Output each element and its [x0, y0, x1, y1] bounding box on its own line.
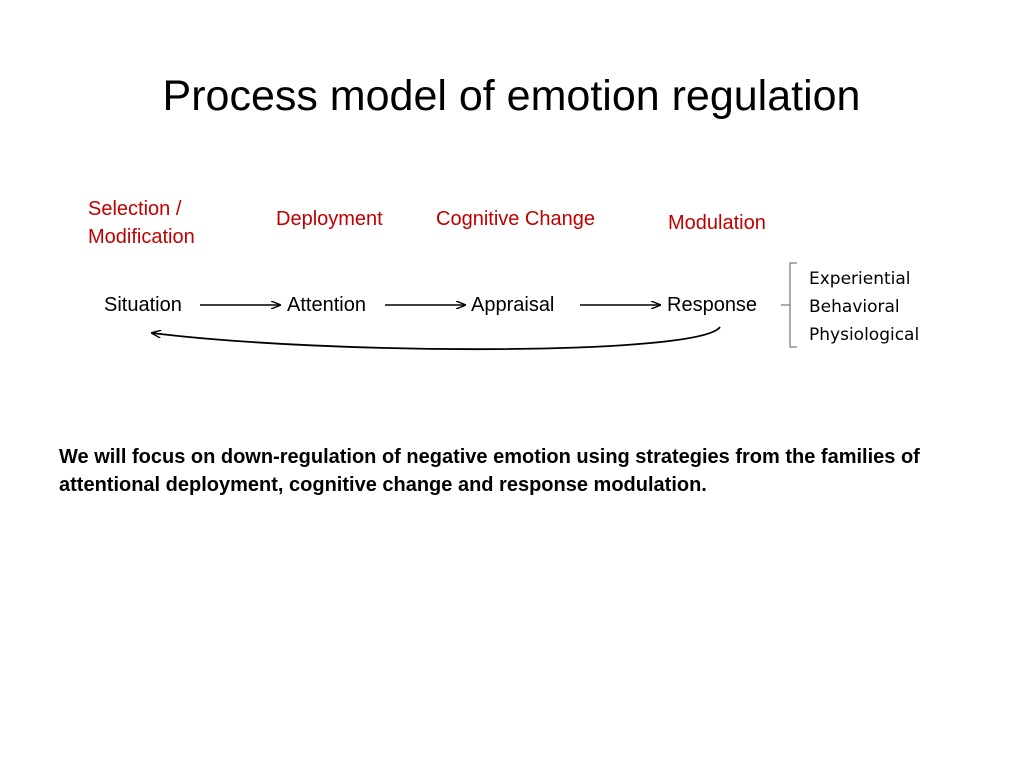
stage-attention: Attention — [287, 294, 366, 316]
selection-modification-label: Selection / Modification — [88, 195, 195, 251]
response-types-list: Experiential Behavioral Physiological — [809, 265, 919, 349]
selection-label-line2: Modification — [88, 226, 195, 248]
response-type-experiential: Experiential — [809, 269, 911, 289]
selection-label-line1: Selection / — [88, 198, 182, 220]
response-bracket — [789, 262, 797, 348]
response-type-physiological: Physiological — [809, 325, 920, 345]
stage-situation: Situation — [104, 294, 182, 316]
modulation-label: Modulation — [668, 212, 766, 234]
stage-appraisal: Appraisal — [471, 294, 555, 316]
cognitive-change-label: Cognitive Change — [436, 208, 595, 230]
slide-title: Process model of emotion regulation — [162, 72, 861, 120]
focus-paragraph: We will focus on down-regulation of nega… — [59, 446, 920, 496]
feedback-arrow-response-to-situation — [152, 326, 721, 351]
stage-response: Response — [667, 294, 758, 316]
deployment-label: Deployment — [276, 208, 383, 230]
response-type-behavioral: Behavioral — [809, 297, 900, 317]
